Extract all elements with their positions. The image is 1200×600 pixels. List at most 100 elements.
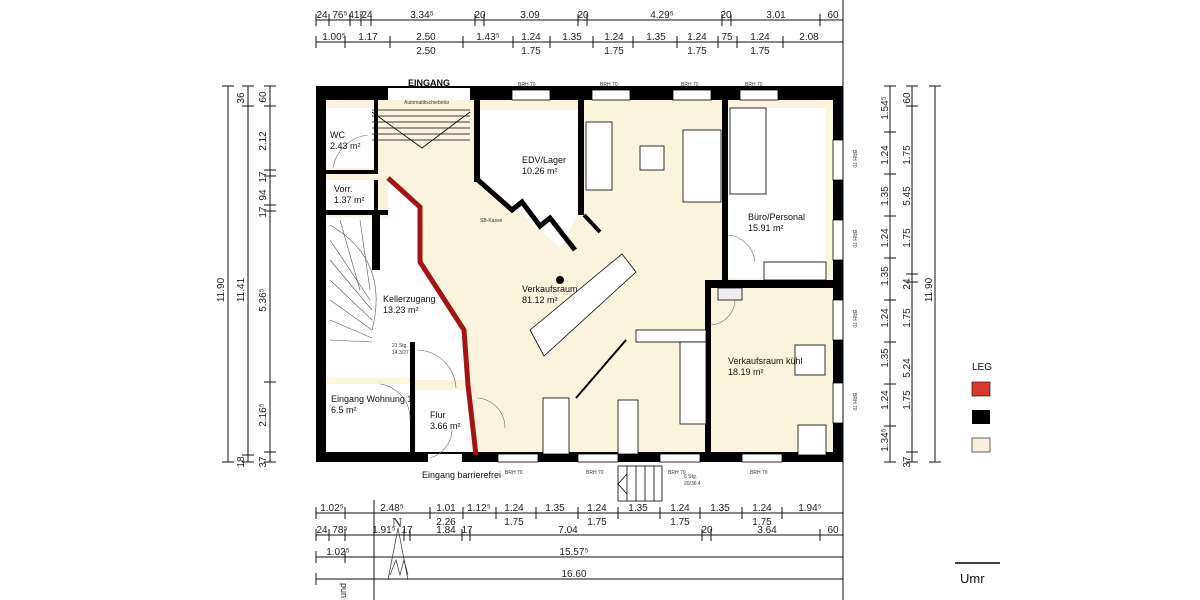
window-label: BRH 70 bbox=[586, 470, 604, 476]
dim-label: 2.48⁵ bbox=[380, 503, 404, 514]
dim-label: 60 bbox=[258, 91, 269, 103]
checkout-label: SB-Kasse bbox=[480, 218, 502, 224]
dim-label: 1.75 bbox=[902, 145, 913, 165]
dim-label: 41⁵ bbox=[348, 10, 363, 21]
dim-label: 1.75 bbox=[521, 46, 541, 57]
legend-swatch-beige bbox=[971, 437, 991, 453]
dim-label: 5.45 bbox=[902, 186, 913, 206]
inner-stair-label: 21 Stg. bbox=[392, 343, 408, 349]
room-name: WC bbox=[330, 130, 345, 140]
room-area: 3.66 m² bbox=[430, 421, 461, 431]
dim-label: 17 bbox=[401, 525, 413, 536]
dim-label: 24 bbox=[316, 10, 328, 21]
dim-label: 1.35 bbox=[710, 503, 730, 514]
legend-swatch-red bbox=[971, 381, 991, 397]
room-area: 15.91 m² bbox=[748, 223, 784, 233]
dim-label: 1.24 bbox=[604, 32, 624, 43]
dim-label: 3.34⁵ bbox=[410, 10, 434, 21]
dim-label: 1.12⁵ bbox=[467, 503, 491, 514]
room-name: Büro/Personal bbox=[748, 212, 805, 222]
outside-stair bbox=[617, 465, 663, 502]
dim-label: 1.75 bbox=[687, 46, 707, 57]
dim-label: 20 bbox=[577, 10, 589, 21]
dim-label: 24 bbox=[316, 525, 328, 536]
dim-label: 5.36⁵ bbox=[258, 288, 269, 312]
top-dimensions: 24 76⁵ 41⁵ 24 3.34⁵ 20 3.09 20 4.29⁵ 20 … bbox=[316, 10, 839, 57]
bottom-left-vertical-text: und bbox=[338, 583, 348, 598]
window-label: BRH 70 bbox=[518, 82, 536, 88]
dim-ticks bbox=[222, 14, 941, 585]
dim-label: 1.35 bbox=[562, 32, 582, 43]
bottom-dimensions: 1.02⁵ 2.48⁵ 1.01 1.12⁵ 1.24 1.35 1.24 1.… bbox=[316, 503, 839, 580]
automatic-door-label: Automatikschiebetür bbox=[404, 100, 450, 106]
room-name: EDV/Lager bbox=[522, 155, 566, 165]
dim-label: 1.75 bbox=[902, 390, 913, 410]
right-dimensions: 1.54⁵ 1.24 1.35 1.24 1.35 1.24 1.35 1.24… bbox=[880, 92, 935, 468]
room-name: Flur bbox=[430, 410, 446, 420]
dim-label: 1.75 bbox=[902, 228, 913, 248]
dim-label: 1.43⁵ bbox=[476, 32, 500, 43]
barrier-free-label: Eingang barrierefrei bbox=[422, 470, 501, 480]
dim-label: 94 bbox=[258, 189, 269, 201]
dim-label: 1.34⁵ bbox=[880, 428, 891, 452]
new-wall-red bbox=[386, 176, 479, 456]
north-label: N bbox=[392, 516, 402, 531]
dim-label: 3.01 bbox=[766, 10, 786, 21]
room-name: Vorr. bbox=[334, 184, 353, 194]
dim-label: 16.60 bbox=[561, 569, 586, 580]
outside-stair-dims: 20/36.4 bbox=[684, 481, 701, 487]
dim-label: 1.75 bbox=[604, 46, 624, 57]
spiral-stair bbox=[329, 219, 377, 343]
dim-label: 37 bbox=[258, 456, 269, 468]
inner-walls bbox=[326, 100, 835, 454]
eingang-wohnung-floor bbox=[326, 384, 412, 454]
dim-label: 20 bbox=[720, 10, 732, 21]
dim-label: 1.75 bbox=[750, 46, 770, 57]
dim-label: 1.24 bbox=[880, 228, 891, 248]
dim-label: 1.02⁵ bbox=[326, 547, 350, 558]
window-label: BRH 70 bbox=[668, 470, 686, 476]
dim-label: 1.24 bbox=[521, 32, 541, 43]
dim-label: 5.24 bbox=[902, 358, 913, 378]
edv-door-wall bbox=[582, 213, 602, 234]
dim-label: 37 bbox=[902, 456, 913, 468]
legend: LEG bbox=[971, 362, 992, 453]
dim-label: 17 bbox=[461, 525, 473, 536]
dim-label: 2.08 bbox=[799, 32, 819, 43]
dim-label: 1.75 bbox=[504, 517, 524, 528]
dim-label: 1.35 bbox=[628, 503, 648, 514]
north-arrow-icon: N bbox=[387, 516, 409, 581]
room-labels: WC 2.43 m² Vorr. 1.37 m² EDV/Lager 10.26… bbox=[330, 130, 805, 431]
dim-label: 1.01 bbox=[436, 503, 456, 514]
dim-label: 1.24 bbox=[687, 32, 707, 43]
dim-label: 2.12 bbox=[258, 131, 269, 151]
dim-label: 75 bbox=[721, 32, 733, 43]
window-label: BRH 70 bbox=[851, 230, 857, 248]
furniture bbox=[529, 107, 827, 456]
dim-label: 36 bbox=[236, 92, 247, 104]
dim-label: 20 bbox=[701, 525, 713, 536]
room-area: 18.19 m² bbox=[728, 367, 764, 377]
window-label: BRH 70 bbox=[851, 150, 857, 168]
dim-label: 20 bbox=[474, 10, 486, 21]
dim-label: 1.75 bbox=[670, 517, 690, 528]
dim-label: 60 bbox=[827, 525, 839, 536]
dim-label: 11.41 bbox=[236, 277, 247, 302]
dim-label: 1.24 bbox=[880, 308, 891, 328]
dim-label: 1.17 bbox=[358, 32, 378, 43]
legend-title: LEG bbox=[972, 362, 992, 373]
dim-label: 1.75 bbox=[902, 308, 913, 328]
dim-label: 1.75 bbox=[587, 517, 607, 528]
edv-diagonal-wall bbox=[476, 178, 577, 252]
window-label: BRH 70 bbox=[750, 470, 768, 476]
dim-label: 60 bbox=[827, 10, 839, 21]
dim-label: 76⁵ bbox=[332, 10, 347, 21]
edv-floor bbox=[478, 110, 580, 248]
dim-label: 24 bbox=[361, 10, 373, 21]
eingang-label: EINGANG bbox=[408, 78, 450, 88]
dim-label: 1.24 bbox=[880, 390, 891, 410]
dim-label: 1.35 bbox=[880, 266, 891, 286]
room-area: 1.37 m² bbox=[334, 195, 365, 205]
dim-label: 1.35 bbox=[880, 348, 891, 368]
room-area: 6.5 m² bbox=[331, 405, 357, 415]
